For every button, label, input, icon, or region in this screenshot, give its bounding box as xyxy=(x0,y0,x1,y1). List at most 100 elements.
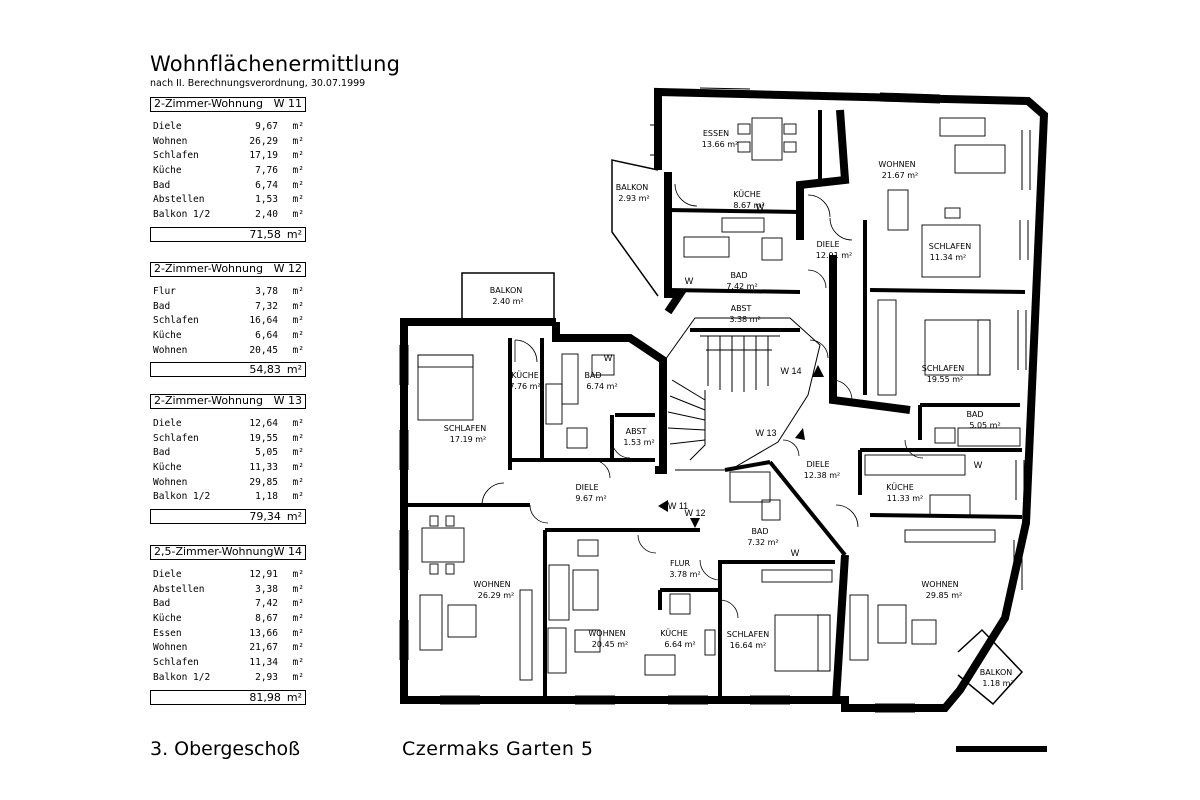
svg-text:DIELE: DIELE xyxy=(816,240,839,249)
room-label-bad-w11: BAD 6.74 m² xyxy=(584,371,617,391)
svg-text:DIELE: DIELE xyxy=(806,460,829,469)
svg-text:SCHLAFEN: SCHLAFEN xyxy=(929,242,971,251)
svg-text:FLUR: FLUR xyxy=(670,559,691,568)
svg-text:3.78 m²: 3.78 m² xyxy=(669,570,700,579)
svg-text:12.91 m²: 12.91 m² xyxy=(816,251,852,260)
svg-text:BALKON: BALKON xyxy=(490,286,523,295)
wc-mark: W xyxy=(604,353,613,363)
svg-text:6.64 m²: 6.64 m² xyxy=(664,640,695,649)
inner-walls xyxy=(404,110,1026,700)
unit-tag: W 11 xyxy=(668,501,688,511)
svg-text:SCHLAFEN: SCHLAFEN xyxy=(727,630,769,639)
svg-text:KÜCHE: KÜCHE xyxy=(511,370,539,380)
svg-text:WOHNEN: WOHNEN xyxy=(588,629,625,638)
svg-text:16.64 m²: 16.64 m² xyxy=(730,641,766,650)
svg-text:KÜCHE: KÜCHE xyxy=(660,628,688,638)
svg-text:6.74 m²: 6.74 m² xyxy=(586,382,617,391)
address-label: Czermaks Garten 5 xyxy=(402,738,594,760)
svg-text:11.34 m²: 11.34 m² xyxy=(930,253,966,262)
furniture xyxy=(417,117,1021,681)
svg-text:KÜCHE: KÜCHE xyxy=(733,189,761,199)
svg-text:2.40 m²: 2.40 m² xyxy=(492,297,523,306)
svg-text:BALKON: BALKON xyxy=(980,668,1013,677)
unit-tag: W 14 xyxy=(780,366,801,376)
svg-text:7.42 m²: 7.42 m² xyxy=(726,282,757,291)
svg-text:KÜCHE: KÜCHE xyxy=(886,482,914,492)
svg-text:SCHLAFEN: SCHLAFEN xyxy=(444,424,486,433)
room-label-balkon-w14: BALKON 2.93 m² xyxy=(616,183,650,203)
svg-text:1.18 m²: 1.18 m² xyxy=(982,679,1013,688)
svg-text:3.38 m²: 3.38 m² xyxy=(729,315,760,324)
unit-type: 2-Zimmer-Wohnung xyxy=(154,97,263,110)
wc-mark: W xyxy=(974,460,983,470)
unit-header: 2-Zimmer-Wohnung W 12 xyxy=(150,262,306,277)
svg-text:SCHLAFEN: SCHLAFEN xyxy=(922,364,964,373)
svg-text:BALKON: BALKON xyxy=(616,183,649,192)
doors xyxy=(481,183,924,619)
unit-tag: W 13 xyxy=(755,428,776,438)
svg-text:9.67 m²: 9.67 m² xyxy=(575,494,606,503)
unit-code: W 13 xyxy=(273,394,302,407)
svg-text:1.53 m²: 1.53 m² xyxy=(623,438,654,447)
room-label-schlafen-w14: SCHLAFEN 11.34 m² xyxy=(929,242,971,262)
windows xyxy=(399,87,1031,713)
svg-text:20.45 m²: 20.45 m² xyxy=(592,640,628,649)
unit-code: W 14 xyxy=(273,545,302,558)
floor-label: 3. Obergeschoß xyxy=(150,738,301,760)
svg-text:WOHNEN: WOHNEN xyxy=(473,580,510,589)
unit-type: 2-Zimmer-Wohnung xyxy=(154,394,263,407)
unit-header: 2-Zimmer-Wohnung W 11 xyxy=(150,97,306,112)
svg-text:DIELE: DIELE xyxy=(575,483,598,492)
wc-mark: W xyxy=(756,202,765,212)
unit-header: 2-Zimmer-Wohnung W 13 xyxy=(150,394,306,409)
wc-mark: W xyxy=(791,548,800,558)
room-label-diele-w14: DIELE 12.91 m² xyxy=(816,240,852,260)
svg-text:BAD: BAD xyxy=(584,371,601,380)
svg-text:19.55 m²: 19.55 m² xyxy=(927,375,963,384)
balconies xyxy=(461,159,1024,706)
svg-text:BAD: BAD xyxy=(751,527,768,536)
unit-tag: W 12 xyxy=(684,508,705,518)
svg-text:26.29 m²: 26.29 m² xyxy=(478,591,514,600)
svg-text:2.93 m²: 2.93 m² xyxy=(618,194,649,203)
